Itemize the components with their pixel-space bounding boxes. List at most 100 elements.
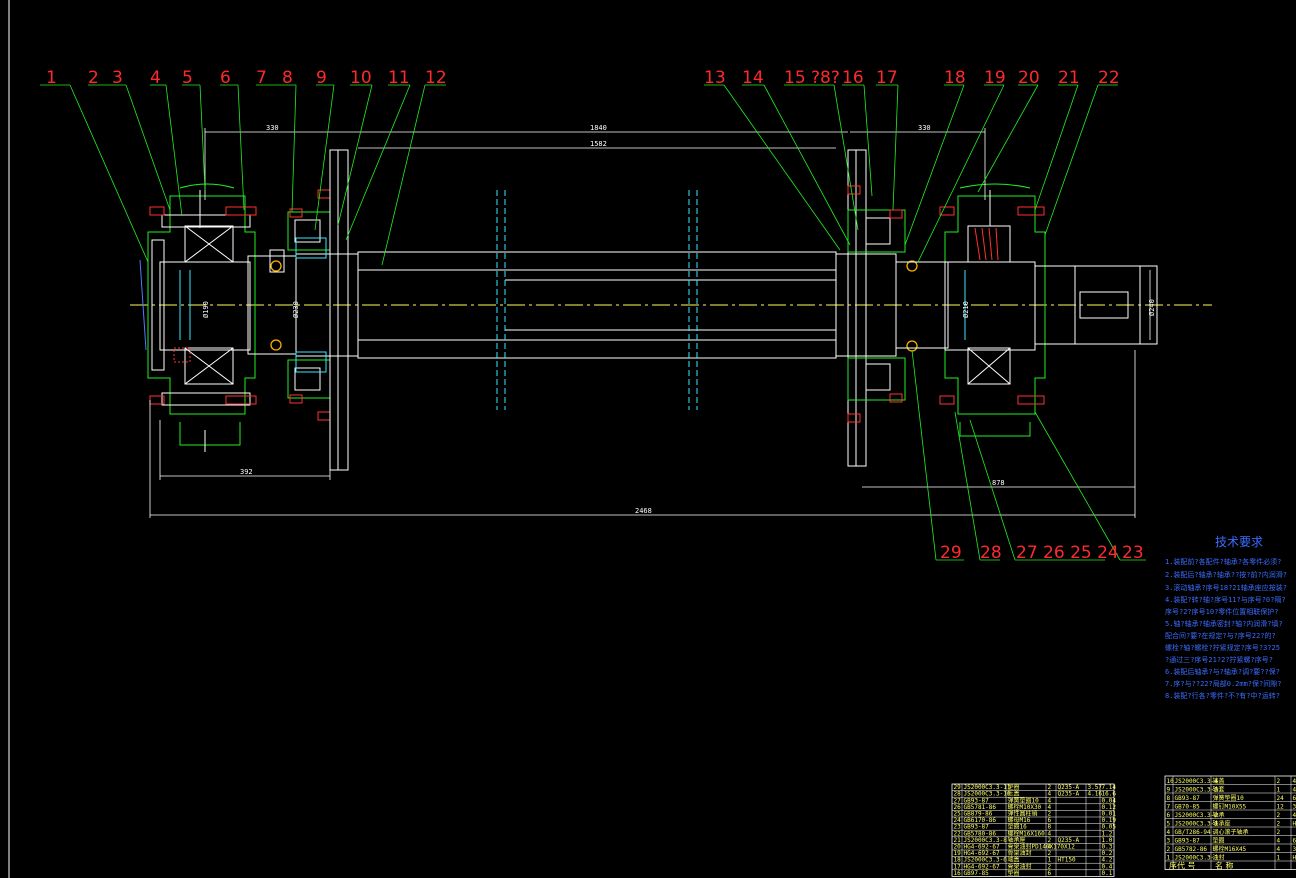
- bom-header-cell: 名 称: [1215, 861, 1234, 871]
- bom-cell: 7: [1167, 804, 1171, 811]
- bom-cell: 油封: [1213, 854, 1225, 862]
- bom-cell: JS2000C3.3-6: [964, 857, 1008, 864]
- bom-cell: 26: [954, 804, 962, 811]
- bom-cell: 垫圈16: [1008, 823, 1028, 831]
- tech-req-line: 螺栓?轴?螺栓?拧紧规定?序号?3?25: [1165, 643, 1280, 652]
- callout-8: 8: [282, 68, 293, 88]
- bom-cell: 垫圈: [1008, 869, 1020, 877]
- bom-table-right: 10JS2000C3.3-4端盖2459JS2000C3.3-3轴套1458GB…: [1164, 775, 1296, 871]
- bom-cell: GB5781-86: [964, 804, 997, 811]
- bom-header-cell: 代 号: [1177, 861, 1196, 871]
- bom-cell: 1: [1277, 855, 1281, 862]
- bom-cell: JS2000C3.3-8: [964, 837, 1008, 844]
- bom-cell: 24: [954, 817, 962, 824]
- dim-bore-right: Ø210: [962, 301, 970, 318]
- bom-cell: GB/T286-94: [1175, 829, 1212, 836]
- bom-cell: JS2000C3.3-1: [1175, 855, 1219, 862]
- tech-req-line: 6.装配后轴承?与?轴承?调?要??保?: [1165, 667, 1280, 676]
- left-bearing-housing: [139, 183, 257, 452]
- bom-cell: 3.57: [1088, 784, 1103, 791]
- bom-cell: 21: [954, 837, 962, 844]
- callout-5: 5: [182, 68, 193, 88]
- callout-10: 10: [350, 68, 372, 88]
- dim-1582: 1582: [590, 140, 607, 148]
- bom-cell: JS2000C3.3-3: [1175, 787, 1219, 794]
- bom-cell: GB5782-86: [1175, 846, 1208, 853]
- dimension-lines: [149, 128, 1151, 518]
- bom-cell: 35: [1293, 804, 1296, 811]
- bom-cell: 螺栓M10X30: [1008, 803, 1042, 811]
- tech-req-line: 4.装配?转?轴?序号11?与序号?0?隔?: [1165, 595, 1286, 604]
- bom-cell: 2: [1277, 778, 1281, 785]
- bom-cell: 轴承座: [1213, 820, 1231, 828]
- bom-cell: 2: [1048, 863, 1052, 870]
- bom-cell: 骨架油封PD140X170X12: [1008, 843, 1076, 851]
- bom-cell: 45: [1293, 778, 1296, 785]
- technical-requirements: 技术要求 1.装配前?各配件?轴承?各零件必须? 2.装配后?轴承?轴承??按?…: [1165, 535, 1287, 700]
- bom-cell: 4: [1167, 829, 1171, 836]
- bom-cell: 2: [1277, 829, 1281, 836]
- bom-cell: 0.12: [1102, 804, 1117, 811]
- callout-3: 3: [112, 68, 123, 88]
- bom-cell: 1: [1048, 857, 1052, 864]
- leader-lines: [40, 84, 1146, 561]
- bom-cell: 弹簧垫圈10: [1008, 796, 1040, 804]
- left-shaft-section: [247, 149, 359, 471]
- callout-29: 29: [940, 543, 962, 563]
- tech-req-line: 5.轴?轴承?轴承密封?轴?内润滑?填?: [1165, 619, 1283, 628]
- callouts-top: 1 2 3 4 5 6 7 8 9 10 11 12 13 14 15 ?8? …: [46, 68, 1120, 88]
- callout-6: 6: [220, 68, 231, 88]
- bom-cell: 端盖: [1213, 777, 1225, 785]
- bom-cell: JS2000C3.3-10: [964, 791, 1011, 798]
- callout-27-24: 27 26 25 24: [1016, 543, 1119, 563]
- tech-req-line: 7.序?与??22?局部0.2mm?保?间隙?: [1165, 679, 1281, 688]
- callout-1: 1: [46, 68, 57, 88]
- bom-cell: 2: [1277, 821, 1281, 828]
- bom-cell: 23: [954, 824, 962, 831]
- bom-cell: 1.2: [1102, 830, 1113, 837]
- bom-cell: 骨架油封: [1008, 849, 1032, 857]
- bom-cell: 10: [1167, 778, 1175, 785]
- bom-cell: 7.14: [1102, 784, 1117, 791]
- callout-17: 17: [876, 68, 898, 88]
- bom-cell: 65: [1293, 838, 1296, 845]
- bom-cell: Q235-A: [1058, 791, 1080, 798]
- dim-bore-left: Ø190: [202, 301, 210, 318]
- dim-878: 878: [992, 479, 1005, 487]
- bom-cell: 8: [1167, 795, 1171, 802]
- bom-cell: HT150: [1058, 857, 1076, 864]
- bom-cell: 1: [1167, 855, 1171, 862]
- bom-cell: 轴套: [1213, 786, 1225, 794]
- tech-req-line: 序号?2?序号10?零件位置相联保护?: [1165, 607, 1279, 616]
- bom-cell: HG4-692-67: [964, 850, 1001, 857]
- bom-cell: 6: [1167, 812, 1171, 819]
- callout-15-28: 15 ?8?: [784, 68, 840, 88]
- bom-cell: 4.16: [1088, 791, 1103, 798]
- callout-20: 20: [1018, 68, 1040, 88]
- dim-shaft-end: Ø240: [1148, 299, 1156, 316]
- bom-cell: 5: [1167, 821, 1171, 828]
- bom-cell: HG4-692-67: [964, 863, 1001, 870]
- tech-req-title: 技术要求: [1215, 535, 1263, 549]
- bom-cell: 轴承座: [1008, 836, 1026, 844]
- bom-cell: 6: [1048, 817, 1052, 824]
- bom-cell: JS2000C3.3-4: [1175, 778, 1219, 785]
- bom-cell: 4: [1277, 838, 1281, 845]
- callout-2: 2: [88, 68, 99, 88]
- bom-cell: 0.01: [1102, 811, 1117, 818]
- bom-cell: 2: [1167, 846, 1171, 853]
- bom-cell: GB70-85: [1175, 804, 1201, 811]
- bom-cell: 垫圈: [1213, 837, 1225, 845]
- bom-cell: 25: [954, 811, 962, 818]
- bom-cell: JS2000C3.3-1: [1175, 821, 1219, 828]
- bom-cell: 35: [1293, 846, 1296, 853]
- bom-cell: GB879-86: [964, 811, 993, 818]
- bom-cell: 9: [1167, 787, 1171, 794]
- bom-cell: 29: [954, 784, 962, 791]
- dim-2468: 2468: [635, 507, 652, 515]
- bom-cell: 4: [1277, 846, 1281, 853]
- callout-21: 21: [1058, 68, 1080, 88]
- callout-23: 23: [1122, 543, 1144, 563]
- bom-cell: GB93-87: [1175, 838, 1201, 845]
- dimension-texts: 330 1840 1582 330 392 878 2468 Ø190 Ø230…: [202, 124, 1156, 515]
